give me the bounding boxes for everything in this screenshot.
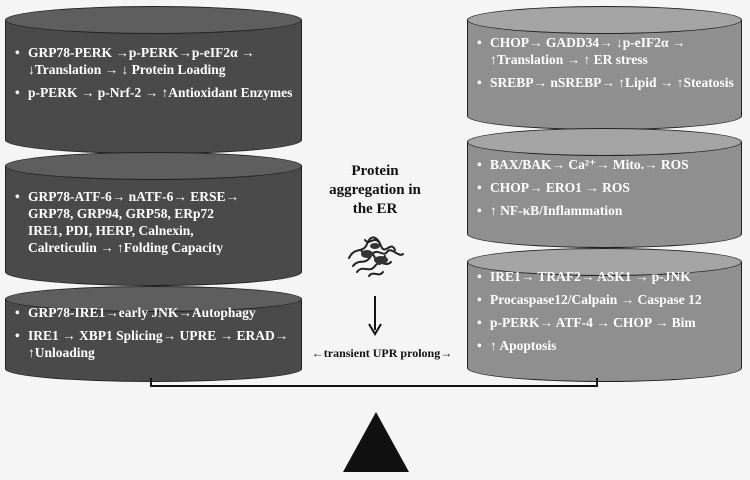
right-bottom-item: ↑ Apoptosis [477, 337, 734, 354]
left-bottom-item: GRP78-IRE1→early JNK→Autophagy [15, 304, 294, 321]
right-top-cylinder: CHOP→ GADD34→ ↓p-eIF2α → ↑Translation → … [467, 6, 742, 130]
left-top-item: p-PERK → p-Nrf-2 → ↑Antioxidant Enzymes [15, 84, 294, 101]
beam-right-tip [596, 378, 598, 387]
right-bottom-item: IRE1→ TRAF2→ ASK1 → p-JNK [477, 268, 734, 285]
fulcrum-triangle-icon [343, 412, 409, 472]
left-bottom-cylinder: GRP78-IRE1→early JNK→Autophagy IRE1 → XB… [5, 286, 302, 382]
right-bottom-item: Procaspase12/Calpain → Caspase 12 [477, 291, 734, 308]
right-bottom-cylinder: IRE1→ TRAF2→ ASK1 → p-JNK Procaspase12/C… [467, 248, 742, 382]
left-middle-item: GRP78-ATF-6→ nATF-6→ ERSE→ [15, 188, 294, 205]
left-top-item: GRP78-PERK →p-PERK→p-eIF2α → ↓Translatio… [15, 44, 294, 78]
right-middle-item: CHOP→ ERO1 → ROS [477, 179, 734, 196]
upr-label: ←transient UPR prolong→ [311, 346, 453, 360]
protein-aggregate-icon [348, 236, 404, 277]
right-middle-item: BAX/BAK→ Ca²⁺→ Mito.→ ROS [477, 156, 734, 173]
right-top-item: SREBP→ nSREBP→ ↑Lipid → ↑Steatosis [477, 74, 734, 91]
right-top-item: CHOP→ GADD34→ ↓p-eIF2α → ↑Translation → … [477, 34, 734, 68]
left-middle-line: GRP78-ATF-6→ nATF-6→ ERSE→ [28, 189, 240, 204]
balance-beam [150, 385, 598, 387]
left-middle-line: IRE1, PDI, HERP, Calnexin, [28, 223, 194, 238]
left-bottom-item: IRE1 → XBP1 Splicing→ UPRE → ERAD→ ↑Unlo… [15, 327, 294, 361]
right-middle-cylinder: BAX/BAK→ Ca²⁺→ Mito.→ ROS CHOP→ ERO1 → R… [467, 128, 742, 248]
left-top-cylinder: GRP78-PERK →p-PERK→p-eIF2α → ↓Translatio… [5, 6, 302, 154]
left-middle-line: Calreticulin → ↑Folding Capacity [28, 240, 224, 255]
down-arrow-icon [368, 296, 382, 336]
left-middle-line: GRP78, GRP94, GRP58, ERp72 [28, 206, 215, 221]
left-middle-cylinder: GRP78-ATF-6→ nATF-6→ ERSE→ GRP78, GRP94,… [5, 152, 302, 286]
right-middle-item: ↑ NF-κB/Inflammation [477, 202, 734, 219]
beam-left-tip [150, 378, 152, 387]
right-bottom-item: p-PERK→ ATF-4 → CHOP → Bim [477, 314, 734, 331]
center-title: Protein aggregation in the ER [329, 163, 421, 217]
